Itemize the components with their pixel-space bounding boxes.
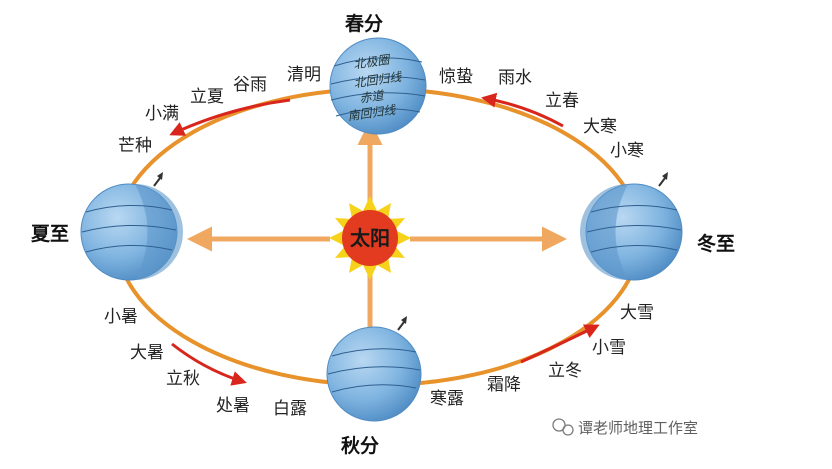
wechat-icon (552, 418, 574, 436)
term-daxue: 大雪 (620, 303, 654, 323)
season-label-spring-equinox: 春分 (345, 12, 383, 35)
term-dashu: 大暑 (130, 343, 164, 363)
earth-label-tropic-of-capricorn: 南回归线 (347, 103, 397, 124)
earth-winter (580, 172, 683, 281)
earth-spring: 北极圈 北回归线 赤道 南回归线 (329, 37, 427, 135)
earth-label-equator: 赤道 (359, 88, 387, 105)
earth-label-tropic-of-cancer: 北回归线 (353, 70, 403, 91)
term-mangzhong: 芒种 (118, 136, 152, 156)
season-label-autumn-equinox: 秋分 (341, 434, 379, 457)
term-liqiu: 立秋 (166, 369, 200, 389)
earth-summer (80, 172, 183, 281)
earth-label-arctic-circle: 北极圈 (353, 52, 393, 71)
term-jingzhe: 惊蛰 (439, 67, 473, 87)
season-label-summer-solstice: 夏至 (31, 223, 69, 245)
direction-arrow-top-left (169, 98, 291, 136)
term-xiaoshu: 小暑 (104, 307, 138, 327)
term-qingming: 清明 (287, 65, 321, 85)
term-lidong: 立冬 (548, 361, 582, 381)
direction-arrow-bottom-left (171, 342, 247, 386)
term-xiaoman: 小满 (145, 104, 179, 124)
term-xiaohan: 小寒 (610, 141, 644, 161)
direction-arrow-top-right (481, 92, 564, 128)
term-lichun: 立春 (545, 91, 579, 111)
term-shuangjiang: 霜降 (487, 375, 521, 395)
term-yushui: 雨水 (498, 68, 532, 88)
term-bailu: 白露 (273, 399, 307, 419)
watermark: 谭老师地理工作室 (552, 418, 698, 437)
watermark-text: 谭老师地理工作室 (578, 419, 698, 437)
term-guyu: 谷雨 (233, 75, 267, 95)
season-label-winter-solstice: 冬至 (697, 232, 735, 255)
term-xiaoxue: 小雪 (592, 338, 626, 358)
sun: 太阳 (329, 196, 411, 280)
sun-label: 太阳 (350, 226, 390, 250)
term-lixia: 立夏 (190, 87, 224, 107)
direction-arrow-bottom-right (520, 324, 600, 364)
earth-autumn (326, 316, 422, 422)
term-dahan: 大寒 (583, 117, 617, 137)
term-hanlu: 寒露 (430, 389, 464, 409)
term-chushu: 处暑 (216, 396, 250, 416)
sun-core (342, 210, 398, 266)
